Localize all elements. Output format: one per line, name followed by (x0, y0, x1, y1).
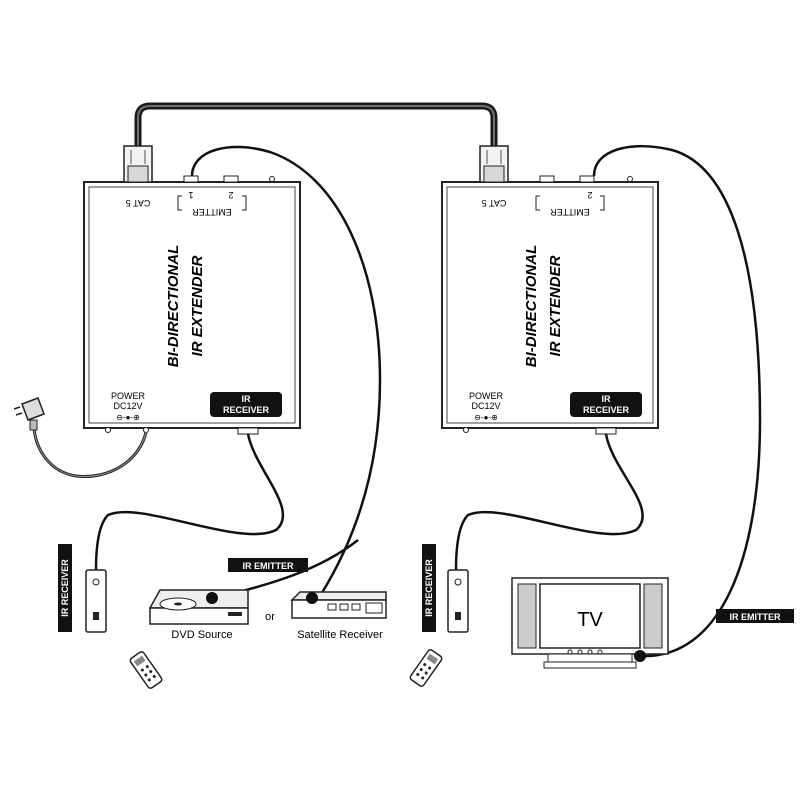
left-title-line1: BI-DIRECTIONAL (165, 245, 182, 368)
right-title-line1: BI-DIRECTIONAL (523, 245, 540, 368)
left-extender-unit: CAT 5 1 2 EMITTER BI-DIRECTIONAL IR EXTE… (83, 145, 301, 435)
right-cat5-label: CAT 5 (482, 198, 507, 208)
power-adapter-cable (32, 427, 148, 478)
left-cat5-label: CAT 5 (126, 198, 151, 208)
right-ir-receiver-badge-line2: RECEIVER (583, 405, 630, 415)
left-ir-receiver-cable (94, 433, 284, 571)
right-port2-label: 2 (587, 190, 592, 200)
power-adapter-icon (13, 397, 45, 431)
right-title-line2: IR EXTENDER (547, 255, 564, 356)
left-ir-emitter-tag-text: IR EMITTER (243, 561, 294, 571)
left-title-line2: IR EXTENDER (189, 255, 206, 356)
right-ir-receiver-device (447, 569, 469, 633)
right-power-label: POWER (469, 391, 504, 401)
left-ir-receiver-badge (210, 392, 282, 417)
satellite-receiver-icon (290, 591, 387, 619)
right-ir-receiver-tag-text: IR RECEIVER (424, 559, 434, 617)
right-ir-receiver-cable (454, 433, 644, 571)
dvd-caption: DVD Source (171, 629, 232, 641)
left-ir-receiver-tag (58, 544, 72, 632)
right-cat5-connector (479, 145, 509, 183)
left-polarity-label: ⊖-●-⊕ (116, 413, 140, 422)
left-remote-control-icon (129, 651, 163, 689)
right-ir-receiver-tag (422, 544, 436, 632)
left-port1-label: 1 (188, 190, 193, 200)
left-emitter-cable-satellite (190, 145, 382, 597)
cat5-cable (134, 102, 498, 150)
right-dc-label: DC12V (471, 401, 500, 411)
right-ir-receiver-badge-line1: IR (602, 394, 612, 404)
right-ir-emitter-tag-text: IR EMITTER (730, 612, 781, 622)
left-ir-receiver-tag-text: IR RECEIVER (60, 559, 70, 617)
left-dc-label: DC12V (113, 401, 142, 411)
left-port2-label: 2 (228, 190, 233, 200)
left-ir-emitter-tag (228, 558, 308, 572)
left-ir-receiver-badge-line1: IR (242, 394, 252, 404)
tv-caption: TV (577, 609, 603, 631)
right-remote-control-icon (409, 649, 443, 687)
right-polarity-label: ⊖-●-⊕ (474, 413, 498, 422)
or-caption: or (265, 611, 275, 623)
left-power-label: POWER (111, 391, 146, 401)
right-extender-unit: CAT 5 2 EMITTER BI-DIRECTIONAL IR EXTEND… (441, 145, 659, 435)
left-cat5-connector (123, 145, 153, 183)
left-ir-receiver-device (85, 569, 107, 633)
satellite-caption: Satellite Receiver (297, 629, 383, 641)
dvd-player-icon (148, 589, 249, 625)
left-ir-receiver-badge-line2: RECEIVER (223, 405, 270, 415)
right-ir-receiver-badge (570, 392, 642, 417)
right-emitter-label: EMITTER (550, 207, 590, 217)
right-ir-emitter-tag (716, 609, 794, 623)
tv-icon (511, 577, 669, 669)
left-emitter-label: EMITTER (192, 207, 232, 217)
